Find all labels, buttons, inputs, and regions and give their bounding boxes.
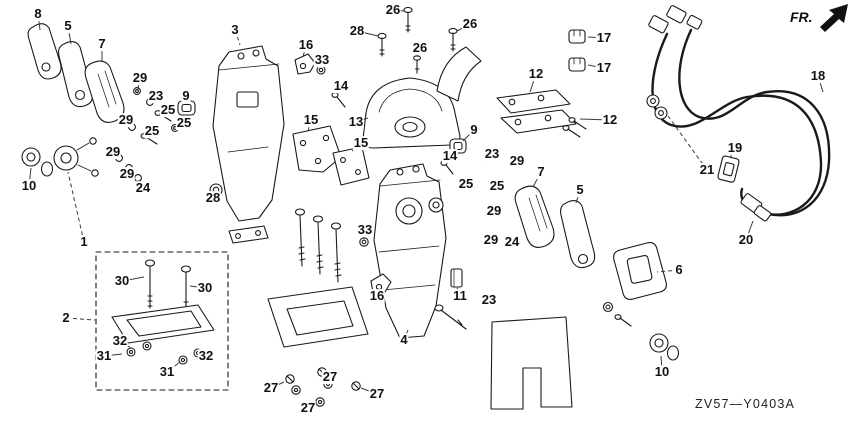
- callout-9: 9: [469, 122, 479, 138]
- callout-1: 1: [79, 234, 89, 250]
- callout-25: 25: [143, 123, 161, 139]
- callout-29: 29: [118, 166, 136, 182]
- callout-32: 32: [111, 333, 129, 349]
- callout-25: 25: [488, 178, 506, 194]
- callout-4: 4: [399, 332, 409, 348]
- callout-28: 28: [204, 190, 222, 206]
- callout-26: 26: [461, 16, 479, 32]
- callout-6: 6: [674, 262, 684, 278]
- callout-9: 9: [181, 88, 191, 104]
- callout-29: 29: [508, 153, 526, 169]
- callout-10: 10: [20, 178, 38, 194]
- callout-29: 29: [117, 112, 135, 128]
- callout-29: 29: [104, 144, 122, 160]
- callout-26: 26: [411, 40, 429, 56]
- callout-11: 11: [452, 288, 468, 304]
- callout-15: 15: [352, 135, 370, 151]
- callout-31: 31: [95, 348, 113, 364]
- callout-30: 30: [196, 280, 214, 296]
- callout-8: 8: [33, 6, 43, 22]
- callout-28: 28: [348, 23, 366, 39]
- callout-31: 31: [158, 364, 176, 380]
- callout-25: 25: [457, 176, 475, 192]
- callout-13: 13: [347, 114, 365, 130]
- front-direction-label: FR.: [790, 9, 813, 25]
- callout-26: 26: [384, 2, 402, 18]
- callout-14: 14: [332, 78, 350, 94]
- callout-33: 33: [356, 222, 374, 238]
- callout-29: 29: [482, 232, 500, 248]
- callout-24: 24: [134, 180, 152, 196]
- callout-27: 27: [299, 400, 317, 416]
- callout-5: 5: [575, 182, 585, 198]
- callout-24: 24: [503, 234, 521, 250]
- callout-3: 3: [230, 22, 240, 38]
- callout-18: 18: [809, 68, 827, 84]
- callout-23: 23: [483, 146, 501, 162]
- callout-32: 32: [197, 348, 215, 364]
- callout-25: 25: [175, 115, 193, 131]
- callout-30: 30: [113, 273, 131, 289]
- callout-7: 7: [97, 36, 107, 52]
- callout-17: 17: [595, 60, 613, 76]
- callout-12: 12: [601, 112, 619, 128]
- callout-33: 33: [313, 52, 331, 68]
- callout-5: 5: [63, 18, 73, 34]
- callout-16: 16: [297, 37, 315, 53]
- callout-29: 29: [485, 203, 503, 219]
- callout-14: 14: [441, 148, 459, 164]
- callout-25: 25: [159, 102, 177, 118]
- callout-29: 29: [131, 70, 149, 86]
- callout-7: 7: [536, 164, 546, 180]
- callout-10: 10: [653, 364, 671, 380]
- callout-20: 20: [737, 232, 755, 248]
- callout-19: 19: [726, 140, 744, 156]
- diagram-code: ZV57—Y0403A: [695, 397, 796, 411]
- callout-23: 23: [147, 88, 165, 104]
- callout-2: 2: [61, 310, 71, 326]
- callout-15: 15: [302, 112, 320, 128]
- callout-27: 27: [262, 380, 280, 396]
- callout-17: 17: [595, 30, 613, 46]
- callout-16: 16: [368, 288, 386, 304]
- callout-27: 27: [368, 386, 386, 402]
- callout-27: 27: [321, 369, 339, 385]
- callout-21: 21: [698, 162, 716, 178]
- callout-12: 12: [527, 66, 545, 82]
- callout-23: 23: [480, 292, 498, 308]
